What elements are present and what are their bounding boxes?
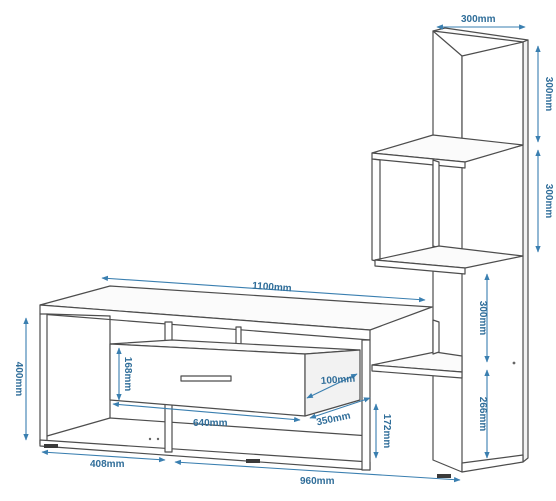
label-total-width: 960mm bbox=[300, 476, 335, 487]
tower-bottom-plinth bbox=[461, 454, 524, 473]
label-middle-section-height: 300mm bbox=[543, 184, 554, 219]
desk-right-panel bbox=[361, 339, 371, 471]
tower-shelf-1-edge bbox=[371, 152, 466, 169]
dim-line-drawer-depth bbox=[306, 373, 358, 399]
tower-shelf-3-edge bbox=[371, 364, 463, 379]
desk-back-bottom-line bbox=[46, 417, 111, 437]
desk-peg-hole bbox=[156, 437, 160, 441]
tower-lower-board bbox=[432, 319, 440, 355]
label-leg-clearance: 172mm bbox=[381, 414, 392, 449]
drawer-handle[interactable] bbox=[180, 375, 232, 382]
tower-left-upright bbox=[371, 158, 381, 263]
label-drawer-depth: 100mm bbox=[320, 374, 355, 387]
shelf-tower bbox=[371, 27, 529, 478]
dim-line-desk-length bbox=[101, 275, 426, 303]
dim-line-total-width bbox=[174, 459, 461, 483]
dimension-lines bbox=[23, 24, 541, 483]
label-bottom-section-height: 266mm bbox=[477, 397, 488, 432]
desk-foot-left bbox=[44, 444, 58, 448]
label-left-section-width: 408mm bbox=[90, 459, 125, 470]
dimension-labels: 300mm 300mm 300mm 1100mm 300mm 266mm 400… bbox=[13, 14, 554, 487]
label-top-section-height: 300mm bbox=[543, 77, 554, 112]
label-drawer-width: 640mm bbox=[193, 418, 228, 429]
desk-peg-hole bbox=[148, 437, 152, 441]
label-drawer-height: 168mm bbox=[122, 357, 133, 392]
dim-line-shelf-depth bbox=[309, 397, 371, 419]
label-shelf-depth: 350mm bbox=[316, 410, 352, 428]
tower-peg-hole bbox=[512, 361, 516, 365]
dim-line-left-section bbox=[41, 449, 166, 463]
tower-foot bbox=[437, 474, 451, 478]
label-tower-width: 300mm bbox=[461, 14, 496, 25]
desk-foot-middle bbox=[246, 459, 260, 463]
tower-middle-board bbox=[432, 159, 440, 249]
label-lower-section-height: 300mm bbox=[477, 301, 488, 336]
desk-left-side-panel bbox=[39, 313, 48, 445]
dim-line-drawer-width bbox=[112, 401, 301, 423]
tower-shelf-2-edge bbox=[374, 259, 466, 275]
label-desk-length: 1100mm bbox=[252, 281, 292, 295]
desk-back-top-line bbox=[46, 313, 111, 317]
label-cabinet-height: 400mm bbox=[13, 362, 24, 397]
tower-side-panel bbox=[522, 39, 529, 463]
desk-unit bbox=[39, 285, 433, 471]
tower-top-cap bbox=[432, 27, 529, 43]
